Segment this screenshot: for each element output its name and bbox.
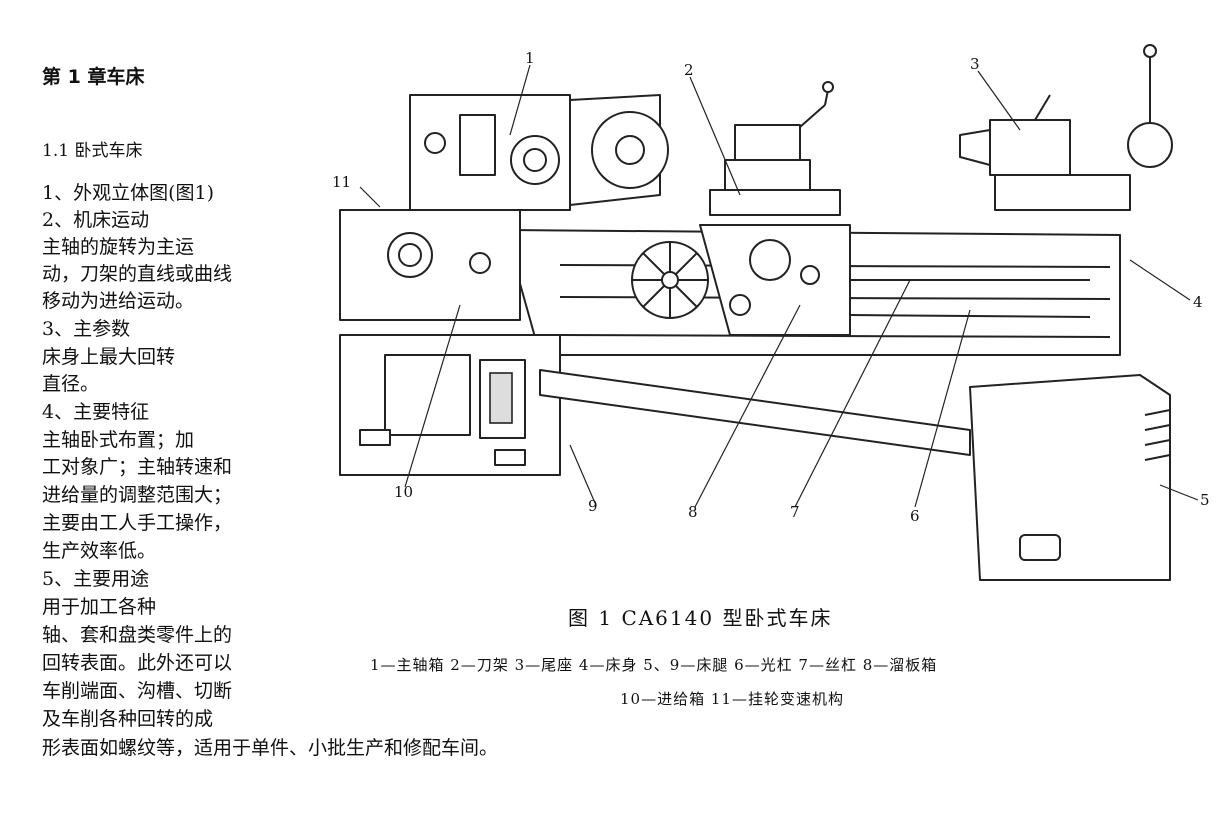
right-leg-handle	[1019, 534, 1061, 561]
label-5: 5	[1200, 491, 1210, 509]
lathe-drawing: 1 2 3 4 5 6 7 8 9 10 11	[332, 44, 1210, 581]
chip-tray	[539, 369, 971, 456]
leader-7	[794, 279, 911, 508]
handwheel-hub	[661, 271, 679, 289]
tailstock-lever-knob	[1143, 44, 1157, 58]
text-line: 进给量的调整范围大；	[42, 484, 233, 506]
leader-6	[914, 309, 971, 508]
leader-2	[689, 76, 741, 196]
text-line: 动，刀架的直线或曲线	[42, 263, 233, 285]
leader-3	[977, 70, 1021, 131]
figure-caption: 图 1 CA6140 型卧式车床	[568, 606, 833, 630]
lathe-figure: 1 2 3 4 5 6 7 8 9 10 11	[330, 35, 1210, 590]
chuck-center	[615, 135, 645, 165]
text-line: 用于加工各种	[42, 596, 157, 618]
text-line: 车削端面、沟槽、切断	[42, 680, 233, 702]
text-line: 4、主要特征	[42, 401, 150, 423]
text-line: 主轴卧式布置；加	[42, 429, 195, 451]
leader-4	[1129, 259, 1191, 301]
text-line: 主要由工人手工操作，	[42, 512, 233, 534]
left-leg-handle-2	[494, 449, 526, 466]
leader-10	[404, 304, 461, 488]
tool-post	[734, 124, 801, 161]
apron-knob	[729, 294, 751, 316]
label-10: 10	[394, 483, 413, 501]
figure-legend-line1: 1—主轴箱 2—刀架 3—尾座 4—床身 5、9—床腿 6—光杠 7—丝杠 8—…	[370, 656, 938, 674]
label-3: 3	[970, 55, 980, 73]
text-line: 1、外观立体图(图1)	[42, 182, 215, 204]
apron-knob-2	[800, 265, 820, 285]
text-line: 主轴的旋转为主运	[42, 236, 195, 258]
label-4: 4	[1193, 293, 1203, 311]
leader-8	[694, 304, 801, 508]
tailstock-base	[994, 174, 1131, 211]
tailstock-handwheel	[1127, 122, 1173, 168]
label-2: 2	[684, 61, 694, 79]
feed-rod	[849, 314, 1091, 318]
leader-11	[359, 186, 381, 208]
lever-knob	[822, 81, 834, 93]
label-9: 9	[588, 497, 598, 515]
carriage	[709, 189, 841, 216]
tailstock-quill	[959, 129, 991, 166]
text-line: 生产效率低。	[42, 540, 157, 562]
text-line: 直径。	[42, 373, 100, 395]
text-line: 形表面如螺纹等，适用于单件、小批生产和修配车间。	[42, 737, 499, 759]
label-6: 6	[910, 507, 920, 525]
text-line: 轴、套和盘类零件上的	[42, 624, 233, 646]
label-7: 7	[790, 503, 800, 521]
tool-post-lever	[799, 89, 829, 128]
left-leg-panel	[384, 354, 471, 436]
label-11: 11	[332, 173, 351, 191]
text-line: 回转表面。此外还可以	[42, 652, 233, 674]
chapter-title: 第 1 章车床	[42, 66, 145, 88]
leader-5	[1159, 484, 1199, 501]
text-line: 及车削各种回转的成	[42, 708, 214, 730]
section-title: 1.1 卧式车床	[42, 141, 143, 161]
leader-9	[569, 444, 596, 504]
text-line: 工对象广；主轴转速和	[42, 456, 233, 478]
tailstock-levers	[1034, 55, 1151, 123]
left-leg-handle	[359, 429, 391, 446]
right-leg	[969, 374, 1171, 581]
leader-1	[509, 64, 531, 136]
text-line: 2、机床运动	[42, 209, 150, 231]
label-8: 8	[688, 503, 698, 521]
right-leg-vents	[1144, 409, 1171, 461]
text-line: 3、主参数	[42, 318, 131, 340]
speed-dial-center	[523, 148, 547, 172]
feed-knob	[469, 252, 491, 274]
text-line: 床身上最大回转	[42, 346, 176, 368]
feed-dial-center	[398, 243, 422, 267]
headstock-plate	[459, 114, 496, 176]
text-line: 移动为进给运动。	[42, 290, 195, 312]
cross-slide	[724, 159, 811, 191]
switch-window	[489, 372, 513, 424]
headstock-knob	[424, 132, 446, 154]
text-line: 5、主要用途	[42, 568, 150, 590]
label-1: 1	[525, 49, 535, 67]
apron-window	[749, 239, 791, 281]
figure-legend-line2: 10—进给箱 11—挂轮变速机构	[620, 690, 844, 708]
tailstock	[989, 119, 1071, 176]
